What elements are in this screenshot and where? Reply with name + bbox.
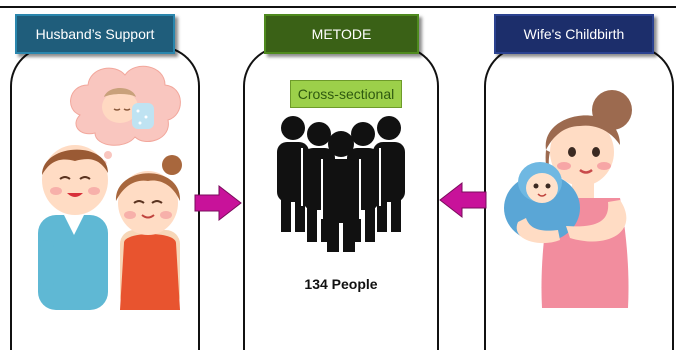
- arrow-right-icon: [194, 184, 242, 222]
- left-panel-title: Husband’s Support: [15, 14, 175, 54]
- method-badge: Cross-sectional: [290, 80, 402, 108]
- top-rule: [0, 6, 676, 8]
- baby-thought-bubble: [70, 65, 181, 165]
- sample-count: 134 People: [304, 276, 378, 292]
- couple-illustration: [38, 145, 182, 310]
- right-panel-title: Wife's Childbirth: [494, 14, 654, 54]
- crowd-silhouette-icon: [277, 116, 405, 252]
- arrow-left-icon: [439, 181, 487, 219]
- middle-panel-title: METODE: [264, 14, 419, 54]
- mother-holding-baby-illustration: [504, 90, 632, 308]
